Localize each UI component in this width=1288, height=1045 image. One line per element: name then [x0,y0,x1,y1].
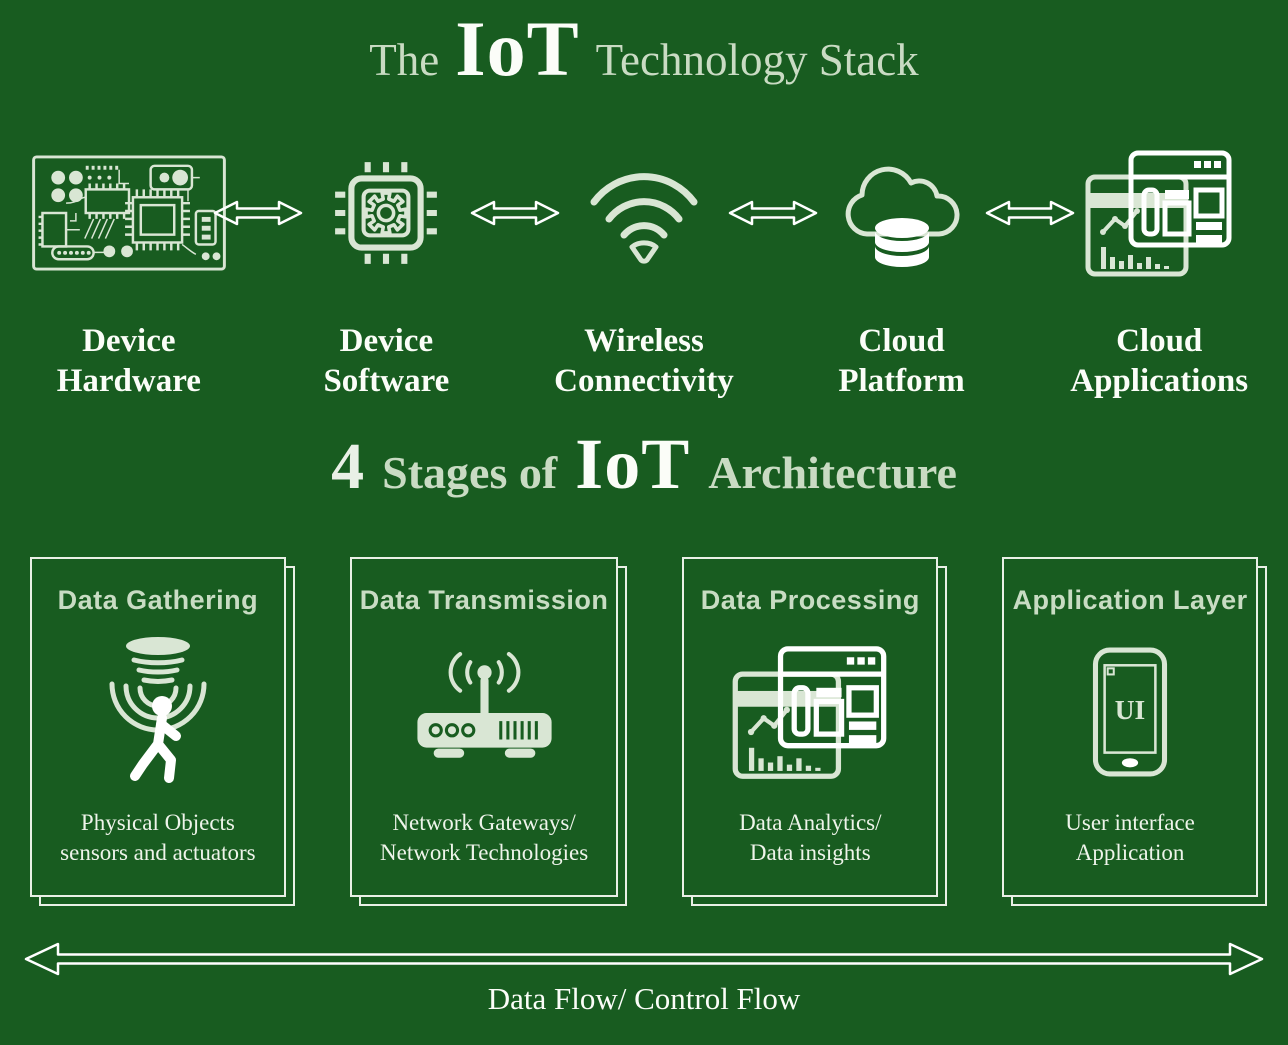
card-title: Data Processing [700,585,920,616]
data-flow-section: Data Flow/ Control Flow [0,941,1288,1017]
stages-highlight: IoT [575,424,691,505]
card-data-processing: Data Processing [682,557,947,907]
double-arrow-icon [470,200,560,226]
stages-label-left: Stages of [382,447,558,499]
stack-labels-row: Device Hardware Device Software Wireless… [0,322,1288,401]
technology-stack-row [0,122,1288,304]
phone-ui-icon: UI [1093,647,1168,777]
double-arrow-icon [986,200,1075,226]
stack-label-cloud-platform: Cloud Platform [838,323,965,399]
card-description: Physical Objects sensors and actuators [60,810,256,865]
stages-heading: 4 Stages of IoT Architecture [0,423,1288,515]
card-data-gathering: Data Gathering [30,557,295,907]
card-title: Application Layer [1012,585,1248,616]
stages-number: 4 [331,430,365,504]
card-application-layer: Application Layer UI User interface Appl… [1002,557,1267,907]
phone-screen-label: UI [1115,695,1145,725]
database-icon [874,218,929,267]
wifi-icon [590,173,698,264]
title-highlight: IoT [455,5,580,92]
walking-person-icon [129,696,181,784]
flow-label: Data Flow/ Control Flow [487,981,801,1017]
title-suffix: Technology Stack [595,35,919,85]
page-title: The IoT Technology Stack [0,0,1288,92]
stages-cards-row: Data Gathering [0,557,1288,907]
stack-label-device-software: Device Software [323,323,450,399]
motion-sensor-icon [109,637,207,784]
stack-label-wireless-connectivity: Wireless Connectivity [554,323,734,399]
chip-gear-icon [335,162,438,264]
cloud-database-icon [845,166,960,267]
title-prefix: The [369,35,440,85]
card-description: Network Gateways/ Network Technologies [380,810,589,865]
card-title: Data Gathering [57,585,259,616]
dashboard-icon [732,646,887,780]
router-icon [417,652,552,758]
dashboard-icon [1085,150,1232,277]
double-arrow-icon [213,200,302,226]
long-double-arrow-icon [24,942,1264,976]
circuit-board-icon [31,155,226,271]
stages-label-right: Architecture [708,447,957,499]
card-title: Data Transmission [359,585,609,616]
stack-label-device-hardware: Device Hardware [56,323,201,399]
card-data-transmission: Data Transmission [349,557,627,907]
card-description: User interface Application [1065,810,1195,865]
card-description: Data Analytics/ Data insights [739,810,882,865]
double-arrow-icon [728,200,818,226]
stack-label-cloud-applications: Cloud Applications [1070,323,1249,399]
